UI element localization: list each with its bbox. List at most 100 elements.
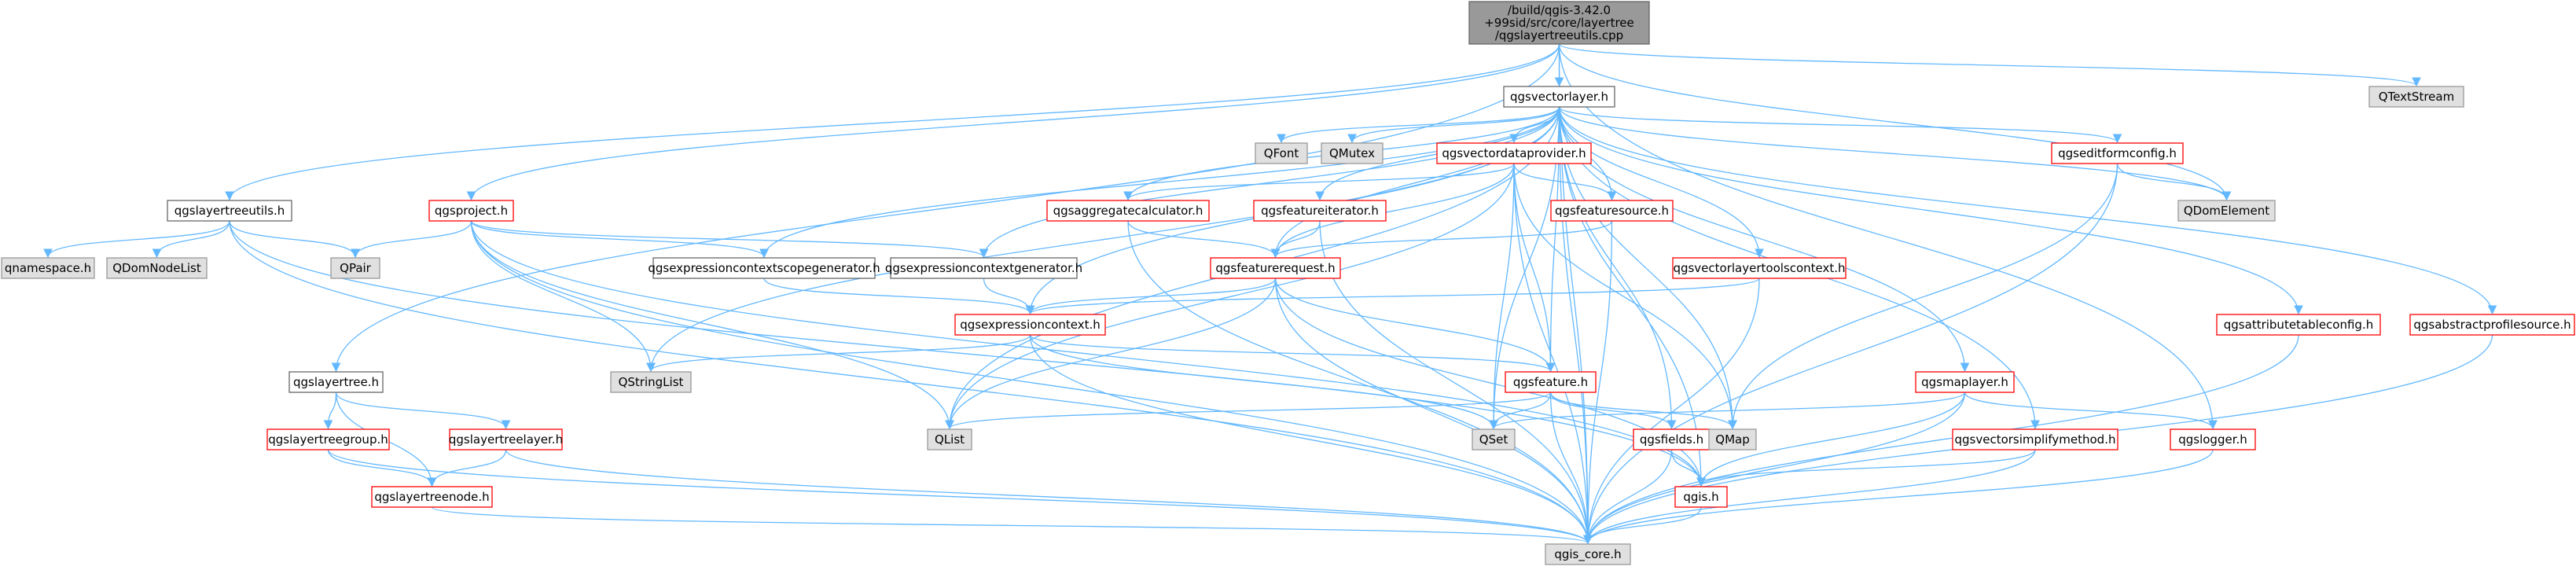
node-qgsfeature-h-box: [1505, 371, 1597, 393]
node-qgslayertreelayer-h-label: qgslayertreelayer.h: [449, 432, 563, 447]
node-qgsfeaturesource-h[interactable]: qgsfeaturesource.h: [1550, 200, 1674, 222]
edge-root-file-node-to-qgslayertree-h: [331, 43, 1560, 373]
node-qtextstream-label: QTextStream: [2379, 90, 2454, 104]
node-qgslogger-h[interactable]: qgslogger.h: [2170, 428, 2256, 450]
node-qgsmaplayer-h-label: qgsmaplayer.h: [1921, 375, 2008, 389]
node-qgsfields-h[interactable]: qgsfields.h: [1633, 428, 1711, 450]
edge-qgsvectorlayer-h-to-qgsabstractprofilesource-h: [1558, 106, 2497, 315]
node-qfont-box: [1255, 142, 1308, 164]
node-qgsvectordataprovider-h[interactable]: qgsvectordataprovider.h: [1436, 142, 1592, 164]
node-qgsproject-h[interactable]: qgsproject.h: [428, 200, 514, 222]
edge-qgsfeaturerequest-h-to-qgsfeature-h: [1274, 278, 1556, 373]
edge-qgsvectordataprovider-h-to-qset: [1489, 163, 1515, 430]
node-qgslayertreelayer-h[interactable]: qgslayertreelayer.h: [449, 428, 563, 450]
node-qgis-h[interactable]: qgis.h: [1674, 486, 1728, 508]
edge-root-file-node-to-qgsproject-h: [466, 43, 1560, 201]
node-qtextstream: QTextStream: [2368, 86, 2464, 108]
edge-qgsmaplayer-h-to-qset: [1489, 392, 1966, 430]
edge-qgsexpressioncontext-h-to-qset: [1029, 334, 1498, 430]
node-qgslayertree-h[interactable]: qgslayertree.h: [288, 371, 384, 393]
edge-qgsvectorlayer-h-to-qgis-core-h: [1558, 106, 1593, 545]
edge-qgsexpressioncontext-h-to-qgis-core-h: [1029, 334, 1593, 545]
node-qdomnodelist-box: [106, 257, 208, 279]
edge-qgsfeaturesource-h-to-qgis-core-h: [1583, 220, 1613, 545]
edge-qgslogger-h-to-qgis-core-h: [1583, 449, 2214, 545]
node-qgsexpressioncontext-h[interactable]: qgsexpressioncontext.h: [954, 314, 1106, 336]
node-qdomelement-box: [2177, 200, 2276, 222]
node-qgsattributetableconfig-h-label: qgsattributetableconfig.h: [2224, 318, 2373, 332]
node-qgsexpressioncontextgenerator-h-label: qgsexpressioncontextgenerator.h: [885, 261, 1082, 275]
edge-qgslayertree-h-to-qgslayertreelayer-h: [335, 392, 511, 430]
node-qlist-label: QList: [935, 432, 965, 447]
node-qgis-core-h-label: qgis_core.h: [1554, 547, 1621, 562]
node-qgis-core-h-box: [1545, 543, 1631, 565]
node-qgsfeaturerequest-h-label: qgsfeaturerequest.h: [1215, 261, 1335, 275]
node-qgsproject-h-box: [428, 200, 514, 222]
node-qgsvectordataprovider-h-box: [1436, 142, 1592, 164]
node-qgsfeature-h[interactable]: qgsfeature.h: [1505, 371, 1597, 393]
root-file-node[interactable]: /build/qgis-3.42.0+99sid/src/core/layert…: [1468, 1, 1650, 45]
edge-qgsmaplayer-h-to-qgis-core-h: [1583, 392, 1966, 545]
node-qgsvectorlayertoolscontext-h-label: qgsvectorlayertoolscontext.h: [1673, 261, 1845, 275]
node-qgsaggregatecalculator-h[interactable]: qgsaggregatecalculator.h: [1046, 200, 1210, 222]
edge-qgslayertreeutils-h-to-qnamespace-h: [43, 220, 230, 259]
edge-qgsexpressioncontext-h-to-qgsfeature-h: [1029, 334, 1556, 373]
edge-qgsfeature-h-to-qlist: [945, 392, 1552, 430]
node-qlist: QList: [927, 428, 972, 450]
edge-qgsfeature-h-to-qgis-core-h: [1549, 392, 1593, 545]
edge-qgslayertreeutils-h-to-qdomnodelist: [152, 220, 230, 259]
edge-qgsvectorlayer-h-to-qgseditformconfig-h: [1558, 106, 2122, 144]
node-qgsattributetableconfig-h[interactable]: qgsattributetableconfig.h: [2216, 314, 2381, 336]
node-qpair-label: QPair: [340, 261, 372, 275]
edge-qgsvectorlayer-h-to-qdomelement: [1558, 106, 2232, 201]
node-qgslayertreegroup-h[interactable]: qgslayertreegroup.h: [266, 428, 390, 450]
node-qgsabstractprofilesource-h[interactable]: qgsabstractprofilesource.h: [2409, 314, 2575, 336]
node-qgsvectorsimplifymethod-h-label: qgsvectorsimplifymethod.h: [1955, 432, 2116, 447]
node-qgsvectorlayer-h-label: qgsvectorlayer.h: [1510, 90, 1608, 104]
edge-qgsvectorlayer-h-to-qmap: [1558, 106, 1737, 430]
node-qgsvectorsimplifymethod-h[interactable]: qgsvectorsimplifymethod.h: [1952, 428, 2118, 450]
node-qgis-h-label: qgis.h: [1683, 490, 1718, 504]
edge-qgsfeature-h-to-qset: [1489, 392, 1552, 430]
node-qgslayertreenode-h[interactable]: qgslayertreenode.h: [371, 486, 493, 508]
node-qmap-box: [1708, 428, 1757, 450]
edge-root-file-node-to-qdomelement: [1558, 43, 2232, 201]
node-qgsvectorlayer-h-box: [1503, 86, 1615, 108]
node-qgsmaplayer-h[interactable]: qgsmaplayer.h: [1915, 371, 2015, 393]
edge-qgslayertreegroup-h-to-qgslayertreenode-h: [327, 449, 437, 487]
edge-qgsvectordataprovider-h-to-qgis-core-h: [1513, 163, 1593, 545]
node-qgsfeaturerequest-h[interactable]: qgsfeaturerequest.h: [1210, 257, 1341, 279]
node-qgslogger-h-label: qgslogger.h: [2178, 432, 2247, 447]
node-qnamespace-h-label: qnamespace.h: [5, 261, 91, 275]
root-file-node-box: [1468, 1, 1650, 45]
node-qgsfeatureiterator-h-label: qgsfeatureiterator.h: [1261, 204, 1379, 218]
node-qgslayertreenode-h-label: qgslayertreenode.h: [374, 490, 489, 504]
edge-qgsexpressioncontext-h-to-qstringlist: [646, 334, 1031, 373]
node-qgsfeatureiterator-h[interactable]: qgsfeatureiterator.h: [1253, 200, 1387, 222]
edge-qgsvectordataprovider-h-to-qmap: [1513, 163, 1737, 430]
node-qgslayertreeutils-h[interactable]: qgslayertreeutils.h: [167, 200, 292, 222]
edge-qgseditformconfig-h-to-qmap: [1728, 163, 2118, 430]
root-file-node-label-3: /qgslayertreeutils.cpp: [1495, 28, 1623, 42]
node-qgsvectorsimplifymethod-h-box: [1952, 428, 2118, 450]
edge-qgsvectorlayer-h-to-qfont: [1277, 106, 1560, 144]
node-qgsfields-h-label: qgsfields.h: [1640, 432, 1703, 447]
edge-qgsexpressioncontextscopegenerator-h-to-qgsexpressioncontext-h: [763, 278, 1035, 315]
node-qgsmaplayer-h-box: [1915, 371, 2015, 393]
node-qdomnodelist: QDomNodeList: [106, 257, 208, 279]
node-qgseditformconfig-h[interactable]: qgseditformconfig.h: [2051, 142, 2184, 164]
node-qgsexpressioncontextgenerator-h[interactable]: qgsexpressioncontextgenerator.h: [885, 257, 1082, 279]
node-qgsattributetableconfig-h-box: [2216, 314, 2381, 336]
edge-qgslayertree-h-to-qgslayertreegroup-h: [323, 392, 337, 430]
node-qgsexpressioncontextscopegenerator-h[interactable]: qgsexpressioncontextscopegenerator.h: [648, 257, 880, 279]
edge-qgsvectordataprovider-h-to-qgsaggregatecalculator-h: [1123, 163, 1515, 201]
node-qgsvectorlayer-h[interactable]: qgsvectorlayer.h: [1503, 86, 1615, 108]
edge-qgsvectorlayer-h-to-qset: [1489, 106, 1560, 430]
edge-qgis-h-to-qgis-core-h: [1583, 506, 1702, 545]
edge-qgsvectordataprovider-h-to-qlist: [945, 163, 1515, 430]
node-qgsvectorlayertoolscontext-h[interactable]: qgsvectorlayertoolscontext.h: [1672, 257, 1847, 279]
edge-root-file-node-to-qtextstream: [1558, 43, 2421, 87]
node-qgsexpressioncontextscopegenerator-h-label: qgsexpressioncontextscopegenerator.h: [648, 261, 880, 275]
